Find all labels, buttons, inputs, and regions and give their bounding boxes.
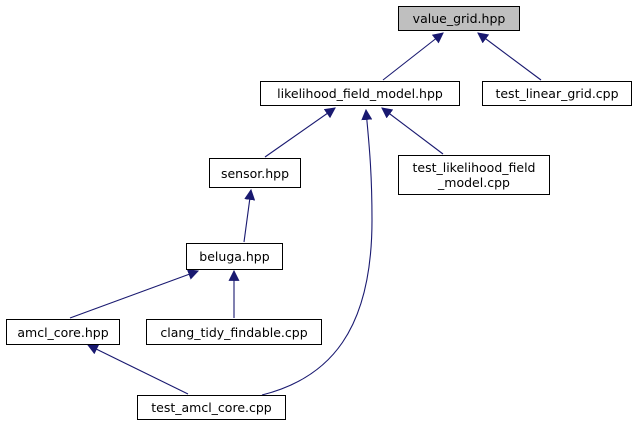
edge-sensor-to-likelihood-field-model [264,107,336,158]
edge-likelihood-field-model-to-value-grid [382,32,444,81]
edge-amcl-core-to-beluga [69,269,200,319]
node-value-grid: value_grid.hpp [398,6,520,31]
node-clang-tidy-findable[interactable]: clang_tidy_findable.cpp [146,319,322,345]
node-test-linear-grid[interactable]: test_linear_grid.cpp [482,81,632,106]
node-amcl-core[interactable]: amcl_core.hpp [6,319,120,345]
node-likelihood-field-model-label: likelihood_field_model.hpp [277,86,443,101]
node-amcl-core-label: amcl_core.hpp [17,324,109,340]
edge-beluga-to-sensor [243,188,256,243]
node-test-likelihood-field-model-label-line1: test_likelihood_field [412,160,536,175]
node-test-likelihood-field-model[interactable]: test_likelihood_field _model.cpp [398,155,550,195]
node-beluga-label: beluga.hpp [199,249,270,264]
node-sensor-label: sensor.hpp [220,165,290,181]
node-test-amcl-core[interactable]: test_amcl_core.cpp [137,395,286,420]
node-test-likelihood-field-model-label-line2: _model.cpp [438,175,510,190]
node-likelihood-field-model[interactable]: likelihood_field_model.hpp [260,81,460,106]
node-test-linear-grid-label: test_linear_grid.cpp [495,86,619,101]
node-beluga[interactable]: beluga.hpp [186,243,283,270]
node-test-amcl-core-label: test_amcl_core.cpp [151,400,272,415]
edge-test-amcl-core-to-likelihood-field-model [261,108,373,396]
node-sensor[interactable]: sensor.hpp [209,158,301,188]
node-value-grid-label: value_grid.hpp [412,11,506,26]
edge-test-amcl-core-to-amcl-core [87,344,189,395]
node-clang-tidy-findable-label: clang_tidy_findable.cpp [160,324,308,340]
edge-test-linear-grid-to-value-grid [477,32,542,81]
edge-test-likelihood-field-model-to-likelihood-field-model [381,107,444,155]
